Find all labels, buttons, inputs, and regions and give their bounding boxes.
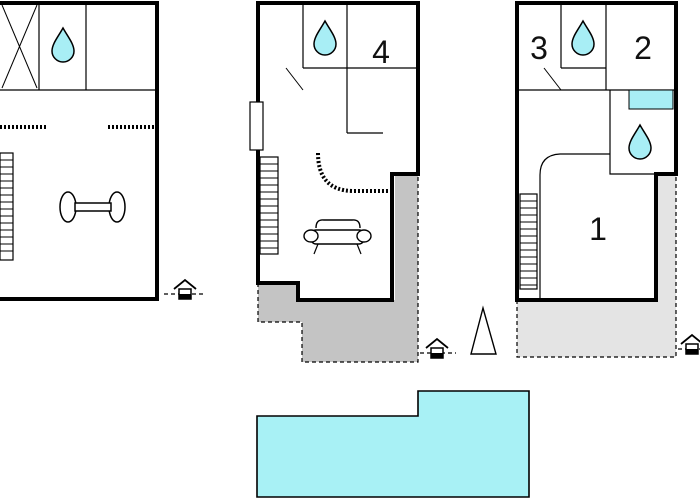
bathroom-water-drop-icon xyxy=(313,20,337,56)
middle-floor: 4 xyxy=(249,1,497,363)
room-label: 2 xyxy=(634,30,652,66)
window-icon xyxy=(249,101,264,151)
room-label: 4 xyxy=(372,34,390,70)
terrace-area xyxy=(517,176,676,357)
stairs-icon xyxy=(0,152,14,261)
storage-x-icon xyxy=(1,4,38,89)
room-label: 1 xyxy=(589,211,607,247)
room-label: 3 xyxy=(530,30,548,66)
entrance-house-icon xyxy=(420,338,456,359)
north-arrow-icon xyxy=(470,305,497,355)
entrance-house-icon xyxy=(164,279,206,300)
bathroom-water-drop-icon xyxy=(571,20,595,56)
dumbbell-icon xyxy=(59,191,126,223)
water-fixture xyxy=(628,89,674,110)
sofa-icon xyxy=(303,219,372,255)
right-floor: 3 2 1 xyxy=(515,1,700,358)
stairs-icon xyxy=(519,193,538,290)
left-floor xyxy=(0,1,206,301)
swimming-pool xyxy=(256,390,530,498)
stairs-icon xyxy=(259,156,279,255)
middle-floor-walls xyxy=(256,1,420,302)
ceiling-beam xyxy=(316,152,388,193)
bathroom-water-drop-icon xyxy=(51,27,75,63)
terrace-area xyxy=(258,176,418,362)
left-floor-walls xyxy=(0,1,159,301)
entrance-house-icon xyxy=(678,334,700,355)
bathroom-water-drop-icon xyxy=(628,124,652,160)
